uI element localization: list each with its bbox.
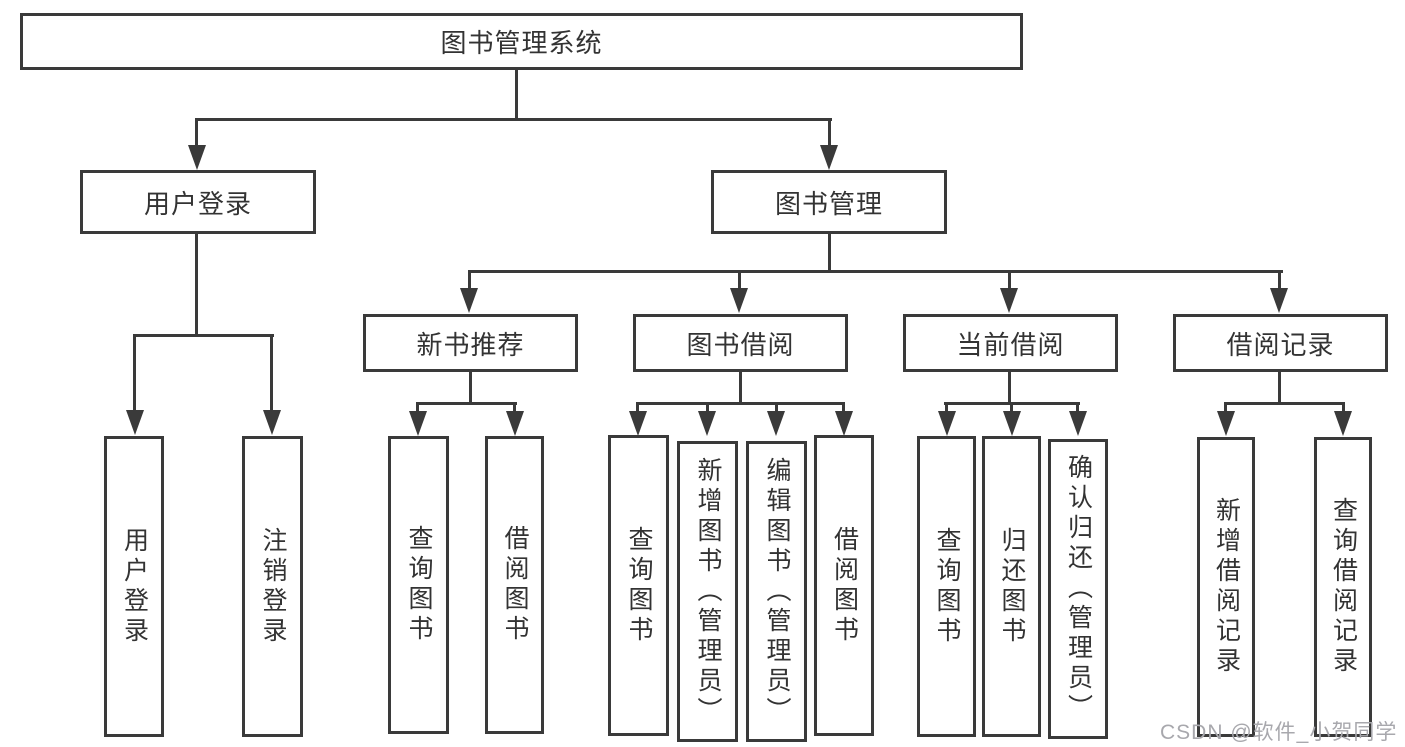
connector-line [1008,270,1011,290]
arrowhead-down-icon [1000,288,1018,313]
arrowhead-down-icon [820,145,838,170]
arrowhead-down-icon [188,145,206,170]
connector-line [738,270,741,290]
leaf-current-confirm-return-admin: 确认归还（管理员） [1048,439,1108,739]
connector-line [775,402,778,414]
connector-line [513,402,516,414]
node-root: 图书管理系统 [20,13,1023,70]
node-user-login: 用户登录 [80,170,316,234]
leaf-borrow-edit-book-admin: 编辑图书（管理员） [746,441,807,742]
connector-line [945,402,948,414]
leaf-records-query-record-label: 查询借阅记录 [1329,497,1358,677]
leaf-borrow-edit-book-admin-label: 编辑图书（管理员） [763,456,791,727]
node-borrow-records-label: 借阅记录 [1226,329,1335,360]
arrowhead-down-icon [730,288,748,313]
arrowhead-down-icon [1003,411,1021,436]
leaf-current-query-book-label: 查询图书 [933,526,961,647]
leaf-borrow-query-book: 查询图书 [608,435,669,736]
connector-line [133,334,136,412]
arrowhead-down-icon [506,411,524,436]
arrowhead-down-icon [938,411,956,436]
leaf-user-login: 用户登录 [104,436,164,737]
arrowhead-down-icon [1217,411,1235,436]
connector-line [1224,402,1345,405]
connector-line [195,118,832,121]
node-new-book-recommend-label: 新书推荐 [416,329,525,360]
arrowhead-down-icon [1069,411,1087,436]
leaf-recommend-query-book: 查询图书 [388,436,449,734]
node-user-login-label: 用户登录 [143,188,252,219]
node-current-borrow-label: 当前借阅 [956,329,1065,360]
node-root-label: 图书管理系统 [440,28,603,58]
connector-line [1076,402,1079,414]
connector-line [270,334,273,412]
leaf-borrow-borrow-book: 借阅图书 [814,435,874,736]
arrowhead-down-icon [629,411,647,436]
connector-line [739,372,742,405]
connector-line [416,402,517,405]
leaf-current-confirm-return-admin-label: 确认归还（管理员） [1064,454,1093,724]
connector-line [1278,372,1281,405]
arrowhead-down-icon [1334,411,1352,436]
connector-line [1342,402,1345,414]
arrowhead-down-icon [126,410,144,435]
leaf-current-query-book: 查询图书 [917,436,976,737]
leaf-recommend-borrow-book-label: 借阅图书 [501,525,529,645]
arrowhead-down-icon [698,411,716,436]
node-current-borrow: 当前借阅 [903,314,1118,372]
leaf-borrow-add-book-admin: 新增图书（管理员） [677,441,738,742]
leaf-records-add-record-label: 新增借阅记录 [1212,497,1241,677]
connector-line [828,118,831,148]
connector-line [468,270,471,290]
connector-line [468,270,1283,273]
connector-line [636,402,639,414]
node-book-management-label: 图书管理 [774,188,883,219]
connector-line [828,234,831,272]
connector-line [133,334,274,337]
csdn-watermark: CSDN @软件_小贺同学 [1160,721,1398,744]
leaf-borrow-borrow-book-label: 借阅图书 [830,525,859,646]
leaf-borrow-add-book-admin-label: 新增图书（管理员） [694,456,722,727]
node-book-management: 图书管理 [711,170,947,234]
arrowhead-down-icon [767,411,785,436]
connector-line [1224,402,1227,414]
connector-line [1008,372,1011,405]
arrowhead-down-icon [1270,288,1288,313]
leaf-logout-login-label: 注销登录 [259,526,287,647]
leaf-borrow-query-book-label: 查询图书 [625,525,653,646]
leaf-current-return-book-label: 归还图书 [998,526,1026,647]
connector-line [195,234,198,337]
leaf-recommend-query-book-label: 查询图书 [405,525,433,645]
leaf-current-return-book: 归还图书 [982,436,1041,737]
connector-line [636,402,845,405]
connector-line [706,402,709,414]
connector-line [195,118,198,148]
node-borrow-records: 借阅记录 [1173,314,1388,372]
leaf-records-add-record: 新增借阅记录 [1197,437,1255,737]
leaf-user-login-label: 用户登录 [120,526,149,647]
connector-line [1278,270,1281,290]
node-book-borrow-label: 图书借阅 [686,329,795,360]
leaf-logout-login: 注销登录 [242,436,303,737]
connector-line [1010,402,1013,414]
connector-line [469,372,472,405]
arrowhead-down-icon [263,410,281,435]
arrowhead-down-icon [460,288,478,313]
leaf-recommend-borrow-book: 借阅图书 [485,436,544,734]
arrowhead-down-icon [835,411,853,436]
node-new-book-recommend: 新书推荐 [363,314,578,372]
connector-line [515,68,518,121]
node-book-borrow: 图书借阅 [633,314,848,372]
connector-line [842,402,845,414]
leaf-records-query-record: 查询借阅记录 [1314,437,1372,737]
arrowhead-down-icon [409,411,427,436]
connector-line [416,402,419,414]
